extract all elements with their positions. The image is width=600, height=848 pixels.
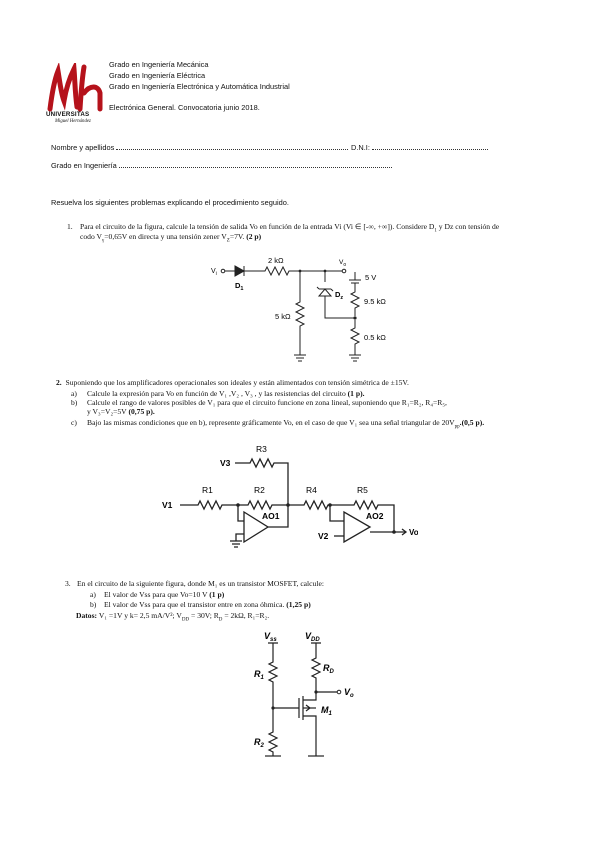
umh-logo-mark — [47, 59, 103, 112]
fig1-d1-label: D1 — [235, 281, 243, 292]
fig1-r-left-label: 5 kΩ — [275, 312, 291, 321]
instructions: Resuelva los siguientes problemas explic… — [51, 198, 289, 207]
fig2-r3-label: R3 — [256, 444, 267, 454]
fig1-source-label: 5 V — [365, 273, 376, 282]
degree-field[interactable]: Grado en Ingeniería — [51, 160, 392, 172]
name-field[interactable]: Nombre y apellidos — [51, 142, 349, 154]
circuit-figure-1: Vi 2 kΩ D1 Vo Dz 5 kΩ 5 V 9.5 kΩ 0.5 kΩ — [211, 256, 386, 362]
fig3-m1-label: M1 — [321, 705, 333, 717]
exam-title: Electrónica General. Convocatoria junio … — [109, 103, 260, 112]
fig3-vdd-label: VDD — [305, 631, 320, 643]
vi-terminal — [220, 268, 226, 274]
degree-dots[interactable] — [118, 160, 392, 168]
problem-1-text-line-2: codo Vγ=0,65V en directa y una tensión z… — [80, 232, 262, 244]
problem-2-b-label: b) — [71, 398, 78, 407]
problem-2-a-label: a) — [71, 389, 77, 398]
circuit-figure-3: Vss VDD R1 RD Vo M1 R2 — [254, 631, 354, 757]
fig2-ao2-label: AO2 — [366, 511, 384, 521]
fig2-r1-label: R1 — [202, 485, 213, 495]
fig1-r-top-label: 2 kΩ — [268, 256, 284, 265]
degree-line-2: Grado en Ingeniería Eléctrica — [109, 71, 206, 80]
problem-2-b-text-2: y V₃=V₂=5V (0,75 p). — [87, 407, 155, 416]
dni-field[interactable]: D.N.I: — [351, 142, 488, 154]
fig3-r2-label: R2 — [254, 737, 265, 749]
fig3-rd-label: RD — [323, 663, 335, 675]
fig2-ao1-label: AO1 — [262, 511, 280, 521]
fig2-v2-label: V2 — [318, 531, 329, 541]
problem-3-b-text: El valor de Vss para que el transistor e… — [104, 600, 311, 609]
name-label: Nombre y apellidos — [51, 143, 115, 152]
problem-2-a-text: Calcule la expresión para Vo en función … — [87, 389, 365, 398]
circuit-figure-2: R3 V3 R1 R2 R4 R5 V1 AO1 AO2 V2 Vo — [162, 444, 418, 548]
fig1-r-mid-label: 9.5 kΩ — [364, 297, 386, 306]
problem-3-data: Datos: V₁ =1V y k= 2,5 mA/V²; VDD = 30V;… — [76, 611, 270, 623]
logo-name: UNIVERSITAS — [46, 111, 90, 118]
fig2-r2-label: R2 — [254, 485, 265, 495]
degree-line-3: Grado en Ingeniería Electrónica y Automá… — [109, 82, 290, 91]
fig1-dz-label: Dz — [335, 290, 343, 301]
problem-3-number: 3. — [65, 579, 71, 588]
fig1-vo-label: Vo — [339, 259, 346, 268]
fig1-r-bot-label: 0.5 kΩ — [364, 333, 386, 342]
fig1-vi-label: Vi — [211, 268, 217, 277]
problem-3-b-label: b) — [90, 600, 97, 609]
fig3-vss-label: Vss — [264, 631, 277, 643]
dni-label: D.N.I: — [351, 143, 370, 152]
fig2-r4-label: R4 — [306, 485, 317, 495]
problem-2-c-label: c) — [71, 418, 77, 427]
problem-3-text: En el circuito de la siguiente figura, d… — [77, 579, 324, 588]
fig2-r5-label: R5 — [357, 485, 368, 495]
problem-3-a-text: El valor de Vss para que Vo=10 V (1 p) — [104, 590, 225, 599]
problem-1-text-line-1: Para el circuito de la figura, calcule l… — [80, 222, 500, 234]
degree-label: Grado en Ingeniería — [51, 161, 117, 170]
problem-1-number: 1. — [67, 222, 73, 231]
degree-line-1: Grado en Ingeniería Mecánica — [109, 60, 209, 69]
problem-2-text: 2. Suponiendo que los amplificadores ope… — [56, 378, 409, 387]
problem-3-a-label: a) — [90, 590, 96, 599]
university-logo: UNIVERSITAS Miguel Hernández — [46, 59, 106, 125]
fig2-v3-label: V3 — [220, 458, 231, 468]
fig3-vo-label: Vo — [344, 687, 354, 699]
fig2-v1-label: V1 — [162, 500, 173, 510]
fig3-r1-label: R1 — [254, 669, 265, 681]
logo-subname: Miguel Hernández — [55, 119, 91, 124]
fig2-vo-label: Vo — [409, 528, 418, 537]
vo-terminal — [341, 268, 347, 274]
name-dots[interactable] — [116, 142, 349, 150]
problem-2-b-text: Calcule el rango de valores posibles de … — [87, 398, 447, 407]
dni-dots[interactable] — [371, 142, 488, 150]
problem-2-c-text: Bajo las mismas condiciones que en b), r… — [87, 418, 485, 430]
